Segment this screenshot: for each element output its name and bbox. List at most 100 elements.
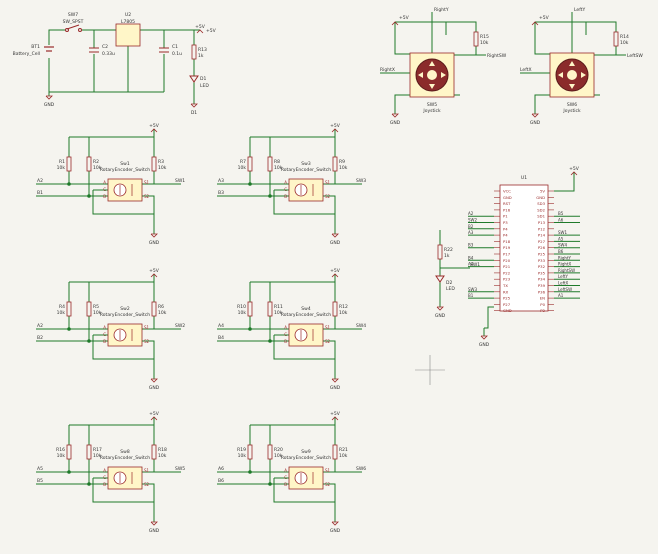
mcu-net-right: RightSW [558, 268, 575, 273]
mcu-pin-right-label: P25 [538, 252, 546, 257]
mcu-r22-ref: R22 [444, 247, 453, 253]
joystick-vcc [531, 21, 539, 26]
joystick-gnd [391, 113, 399, 118]
encoder-net-b: B5 [37, 478, 43, 484]
junction-dot [87, 339, 91, 343]
gnd-led [190, 103, 198, 108]
encoder-gnd [150, 521, 158, 526]
encoder-pin-s2: S2 [325, 482, 331, 487]
encoder-value: RotaryEncoder_Switch [281, 167, 331, 173]
wire [446, 21, 477, 32]
encoder-value: RotaryEncoder_Switch [100, 455, 150, 461]
joystick-net-sw: LeftSW [627, 53, 643, 59]
mcu-pin-left-label: RST [503, 201, 511, 206]
encoder-pin-a: A [103, 468, 106, 473]
wire [534, 94, 550, 110]
joystick-arrow-down [569, 84, 575, 89]
encoder-vcc-label: +5V [149, 268, 160, 274]
encoder-ra [66, 301, 72, 317]
junction-dot [67, 327, 71, 331]
wire [394, 94, 410, 110]
mcu-pin-left-label: VCC [503, 189, 511, 194]
joystick-arrow-up [429, 61, 435, 66]
encoder-pin-b: B [284, 194, 287, 199]
encoder-rc-ref: R18 [158, 447, 167, 453]
encoder-rb-ref: R2 [93, 159, 99, 165]
switch-lever [66, 24, 80, 30]
wire [394, 22, 410, 55]
encoder-rc [332, 156, 338, 172]
cap-out-ref: C1 [172, 44, 178, 50]
mcu-net-left: A4 [468, 262, 474, 267]
mcu-led-gnd-label: GND [435, 313, 446, 319]
encoder-pin-s2: S2 [144, 482, 150, 487]
mcu-pin-right-label: SD1 [537, 214, 545, 219]
mcu-pin-right-label: GND [536, 195, 545, 200]
encoder-pin-c: C [103, 332, 106, 337]
mcu-pin-left-label: P16 [503, 207, 511, 212]
mcu-led-d2 [435, 275, 445, 283]
mcu-net-left: SW3 [468, 287, 477, 292]
encoder-value: RotaryEncoder_Switch [100, 312, 150, 318]
encoder-rb [86, 301, 92, 317]
joystick-vcc-label: +5V [399, 15, 410, 21]
junction-dot [248, 182, 252, 186]
encoder-rc [151, 301, 157, 317]
encoder-pin-b: B [284, 339, 287, 344]
encoder-rb [86, 444, 92, 460]
mcu-net-right: LeftY [558, 274, 569, 279]
mcu-pin-left-label: P17 [503, 252, 511, 257]
encoder-pin-a: A [103, 180, 106, 185]
joystick-pullup-ref: R15 [480, 34, 489, 40]
encoder-ref: Sw9 [301, 449, 311, 455]
joystick-gnd-label: GND [530, 120, 541, 126]
wire [323, 483, 336, 502]
mcu-pin-left-label: P4 [503, 226, 508, 231]
encoder-ra-value: 10k [57, 453, 66, 459]
encoder-ra-ref: R7 [240, 159, 246, 165]
encoder-pin-s2: S2 [144, 194, 150, 199]
junction-dot [248, 327, 252, 331]
encoder-net-sw: SW6 [356, 466, 366, 472]
mcu-pin-right-label: P39 [538, 283, 546, 288]
encoder-gnd-label: GND [149, 385, 160, 391]
encoder-rc [151, 156, 157, 172]
encoder-ra-ref: R10 [237, 304, 246, 310]
encoder-net-b: B3 [218, 190, 224, 196]
cap-in-ref: C2 [102, 44, 108, 50]
encoder-vcc-label: +5V [330, 268, 341, 274]
encoder-ra [247, 301, 253, 317]
encoder-net-b: B1 [37, 190, 43, 196]
switch-contact-b [78, 28, 82, 32]
mcu-body [499, 184, 549, 312]
mcu-net-left: B4 [468, 255, 474, 260]
mcu-net-right: B5 [558, 211, 564, 216]
mcu-pin-left-label: GND [503, 308, 512, 313]
mcu-pin-right-label: P35 [538, 270, 546, 275]
mcu-pin-right-label: P33 [538, 258, 546, 263]
junction-dot [268, 339, 272, 343]
encoder-vcc [150, 128, 158, 133]
wire [48, 29, 65, 32]
mcu-pin-right-label: P36 [538, 289, 546, 294]
encoder-net-sw: SW1 [175, 178, 185, 184]
led-ref: D1 [200, 76, 206, 82]
junction-dot [268, 194, 272, 198]
wire [92, 335, 154, 360]
mcu-net-left: B1 [468, 293, 474, 298]
joystick-arrow-right [581, 72, 586, 78]
encoder-ref: Sw2 [120, 306, 130, 312]
mcu-pin-left-label: P18 [503, 239, 511, 244]
encoder-pin-s1: S1 [144, 468, 150, 473]
mcu-net-right: LeftX [558, 281, 569, 286]
joystick-pullup-ref: R14 [620, 34, 629, 40]
wire [475, 46, 486, 56]
encoder-ra-ref: R1 [59, 159, 65, 165]
led-value: LED [200, 83, 209, 89]
mcu-pin-left-label: P25 [503, 296, 511, 301]
encoder-rc-value: 10k [158, 310, 167, 316]
encoder-net-b: B6 [218, 478, 224, 484]
joystick-vcc-label: +5V [539, 15, 550, 21]
wire [142, 483, 155, 502]
encoder-gnd [331, 233, 339, 238]
